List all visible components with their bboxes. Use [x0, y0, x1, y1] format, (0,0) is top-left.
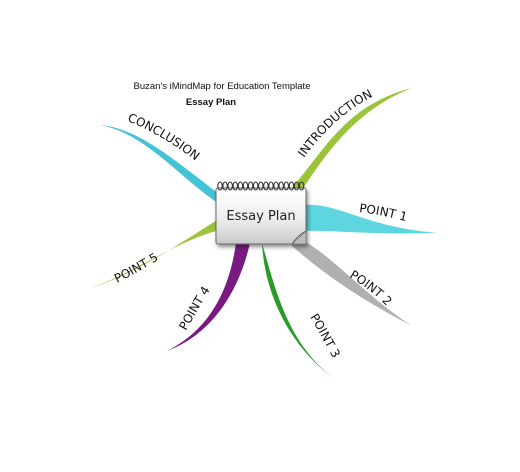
spiral-ring [283, 181, 290, 191]
spiral-ring [242, 181, 249, 191]
spiral-ring [273, 181, 279, 191]
spiral-ring [293, 181, 300, 191]
spiral-ring [268, 181, 274, 191]
spiral-ring [247, 181, 254, 191]
label-introduction: INTRODUCTION [295, 87, 374, 160]
spiral-ring [227, 181, 233, 191]
spiral-ring [278, 181, 284, 191]
spiral-ring [288, 181, 295, 191]
spiral-ring [252, 181, 259, 191]
branch-point2[interactable] [292, 237, 412, 326]
template-title: Buzan's iMindMap for Education Template [133, 81, 311, 92]
spiral-ring [263, 181, 269, 191]
page-curl-icon [291, 230, 307, 245]
branch-point1[interactable] [302, 204, 437, 234]
spiral-ring [258, 181, 264, 191]
spiral-ring [237, 181, 244, 191]
central-notepad[interactable]: Essay Plan [215, 181, 307, 245]
notepad-card [215, 187, 307, 245]
spiral-ring [298, 181, 305, 191]
spiral-binding-icon [217, 181, 305, 191]
page-curl-fold [291, 230, 307, 245]
spiral-ring [222, 181, 228, 191]
branch-point4[interactable] [167, 243, 250, 351]
label-point3: POINT 3 [307, 311, 343, 360]
spiral-ring [217, 181, 223, 191]
spiral-ring [232, 181, 239, 191]
document-title: Essay Plan [185, 97, 237, 108]
label-point5: POINT 5 [112, 250, 160, 286]
central-label: Essay Plan [226, 209, 295, 224]
branch-conclusion[interactable] [100, 125, 222, 203]
